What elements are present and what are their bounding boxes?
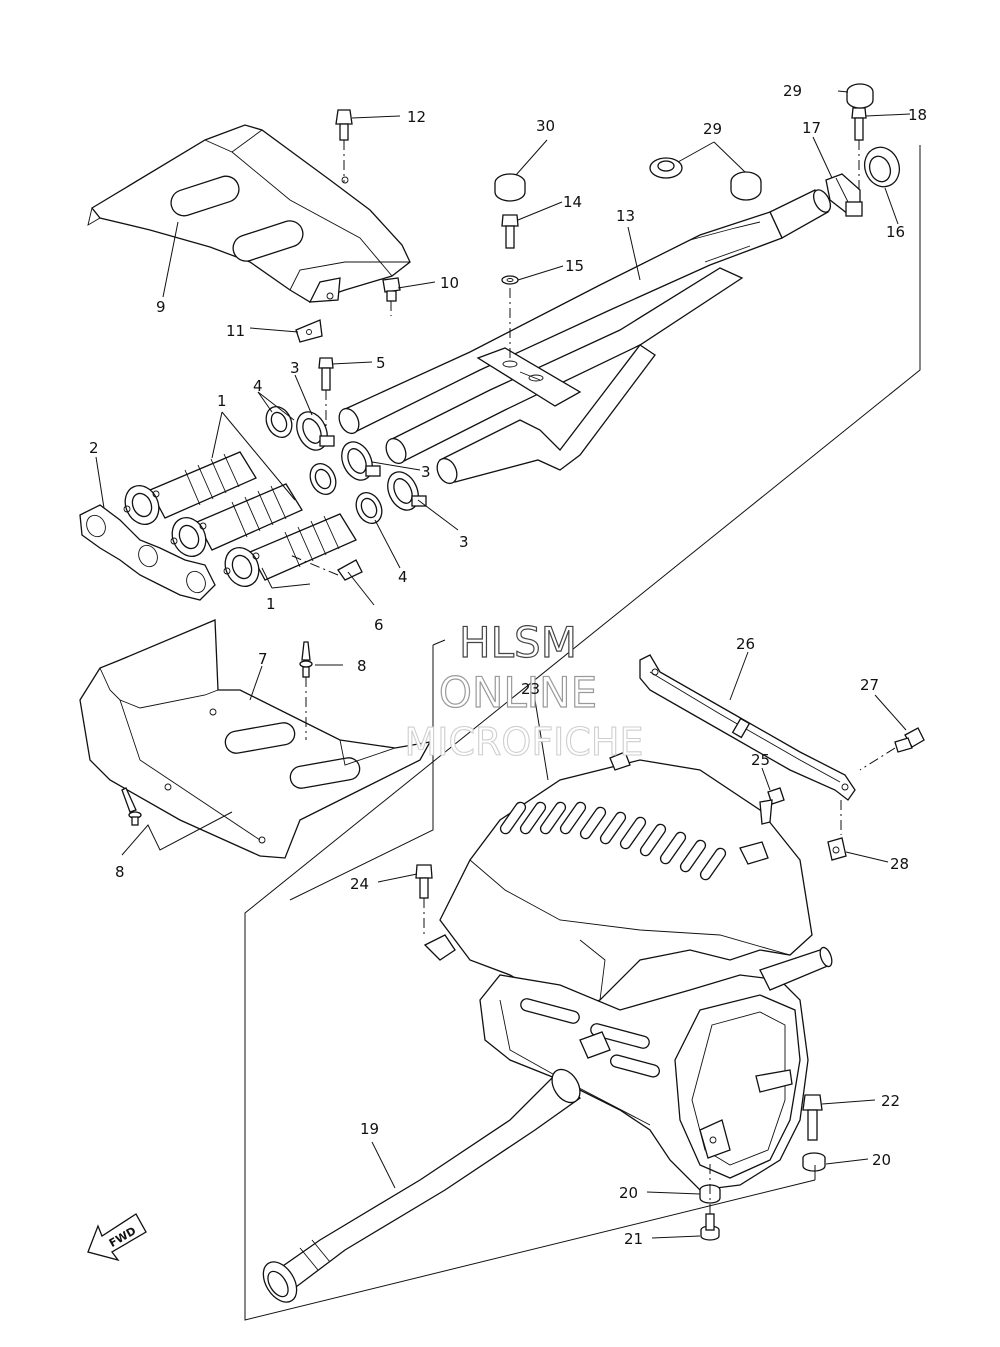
gasket-4-middle[interactable] [305,459,340,498]
callout-25[interactable]: 25 [751,751,770,769]
callout-24[interactable]: 24 [350,875,369,893]
gasket-16[interactable] [859,142,905,191]
bolt-18[interactable] [851,107,867,190]
bolt-12[interactable] [335,109,353,182]
heat-shield-upper[interactable] [87,124,411,303]
nut-28[interactable] [827,800,847,861]
callout-27[interactable]: 27 [860,676,879,694]
callout-11[interactable]: 11 [226,322,245,340]
muffler-body[interactable] [479,946,834,1191]
callout-10[interactable]: 10 [440,274,459,292]
bolt-6[interactable] [289,554,363,581]
callout-1-upper[interactable]: 1 [217,392,227,410]
callout-2[interactable]: 2 [89,439,99,457]
callout-4-upper[interactable]: 4 [253,377,263,395]
callout-15[interactable]: 15 [565,257,584,275]
muffler-inlet-pipe-19[interactable] [256,1064,585,1308]
callout-9[interactable]: 9 [156,298,166,316]
gasket-2[interactable] [79,504,216,601]
muffler-cover-23[interactable] [423,751,813,1011]
flex-joint-1-middle[interactable] [166,483,303,562]
callout-26[interactable]: 26 [736,635,755,653]
callout-23[interactable]: 23 [521,680,540,698]
callout-8-top[interactable]: 8 [357,657,367,675]
forward-direction-arrow: FWD [87,1213,147,1262]
callout-30[interactable]: 30 [536,117,555,135]
callout-21[interactable]: 21 [624,1230,643,1248]
callout-13[interactable]: 13 [616,207,635,225]
gasket-4-lower[interactable] [351,488,386,527]
bolt-25[interactable] [759,787,785,825]
flex-joint-1-upper[interactable] [119,451,257,530]
callout-3-middle[interactable]: 3 [421,463,431,481]
watermark-line-3: MICROFICHE [404,720,643,764]
clamp-17[interactable] [825,173,863,217]
callout-3-upper[interactable]: 3 [290,359,300,377]
bolt-27[interactable] [859,727,925,771]
callout-20-right[interactable]: 20 [872,1151,891,1169]
heat-shield-lower[interactable] [79,619,432,859]
bolt-14[interactable] [501,214,519,249]
section-boundary [244,145,921,1321]
callout-6[interactable]: 6 [374,616,384,634]
cap-30[interactable] [494,173,526,202]
leader-lines [95,90,911,1239]
callout-22[interactable]: 22 [881,1092,900,1110]
clamp-3-upper[interactable] [291,407,335,455]
callout-16[interactable]: 16 [886,223,905,241]
callout-7[interactable]: 7 [258,650,268,668]
watermark-line-1: HLSM [459,618,577,667]
callout-3-lower[interactable]: 3 [459,533,469,551]
watermark-line-2: ONLINE [439,668,597,717]
watermark: HLSM ONLINE MICROFICHE [404,617,644,764]
rivet-8-top[interactable] [299,641,313,740]
callout-1-lower[interactable]: 1 [266,595,276,613]
bolt-5[interactable] [318,357,334,430]
callout-29-top[interactable]: 29 [783,82,802,100]
pin-21[interactable] [700,1160,720,1241]
callout-8-bottom[interactable]: 8 [115,863,125,881]
flex-joint-1-lower[interactable] [219,513,357,592]
callout-4-lower[interactable]: 4 [398,568,408,586]
callout-20-left[interactable]: 20 [619,1184,638,1202]
clamp-3-middle[interactable] [336,437,381,485]
bracket-26[interactable] [639,654,856,801]
callout-17[interactable]: 17 [802,119,821,137]
callout-19[interactable]: 19 [360,1120,379,1138]
bolt-22[interactable] [802,1094,823,1141]
callout-28[interactable]: 28 [890,855,909,873]
rivet-8-bottom[interactable] [121,787,142,826]
collar-20-right[interactable] [802,1152,826,1172]
cap-29-top[interactable] [846,83,874,109]
exhaust-pipe-13[interactable] [335,187,833,486]
callout-14[interactable]: 14 [563,193,582,211]
callout-18[interactable]: 18 [908,106,927,124]
bolt-10[interactable] [382,277,401,316]
callout-5[interactable]: 5 [376,354,386,372]
callout-29-mid[interactable]: 29 [703,120,722,138]
callout-12[interactable]: 12 [407,108,426,126]
callout-labels: 12 10 11 9 5 3 3 3 4 4 1 1 2 6 7 8 8 30 … [89,82,927,1248]
bolt-24[interactable] [415,864,433,935]
grommet-29[interactable] [649,157,683,179]
cap-29-mid[interactable] [730,171,762,201]
bracket-11[interactable] [295,319,323,343]
clamp-3-lower[interactable] [382,467,427,515]
